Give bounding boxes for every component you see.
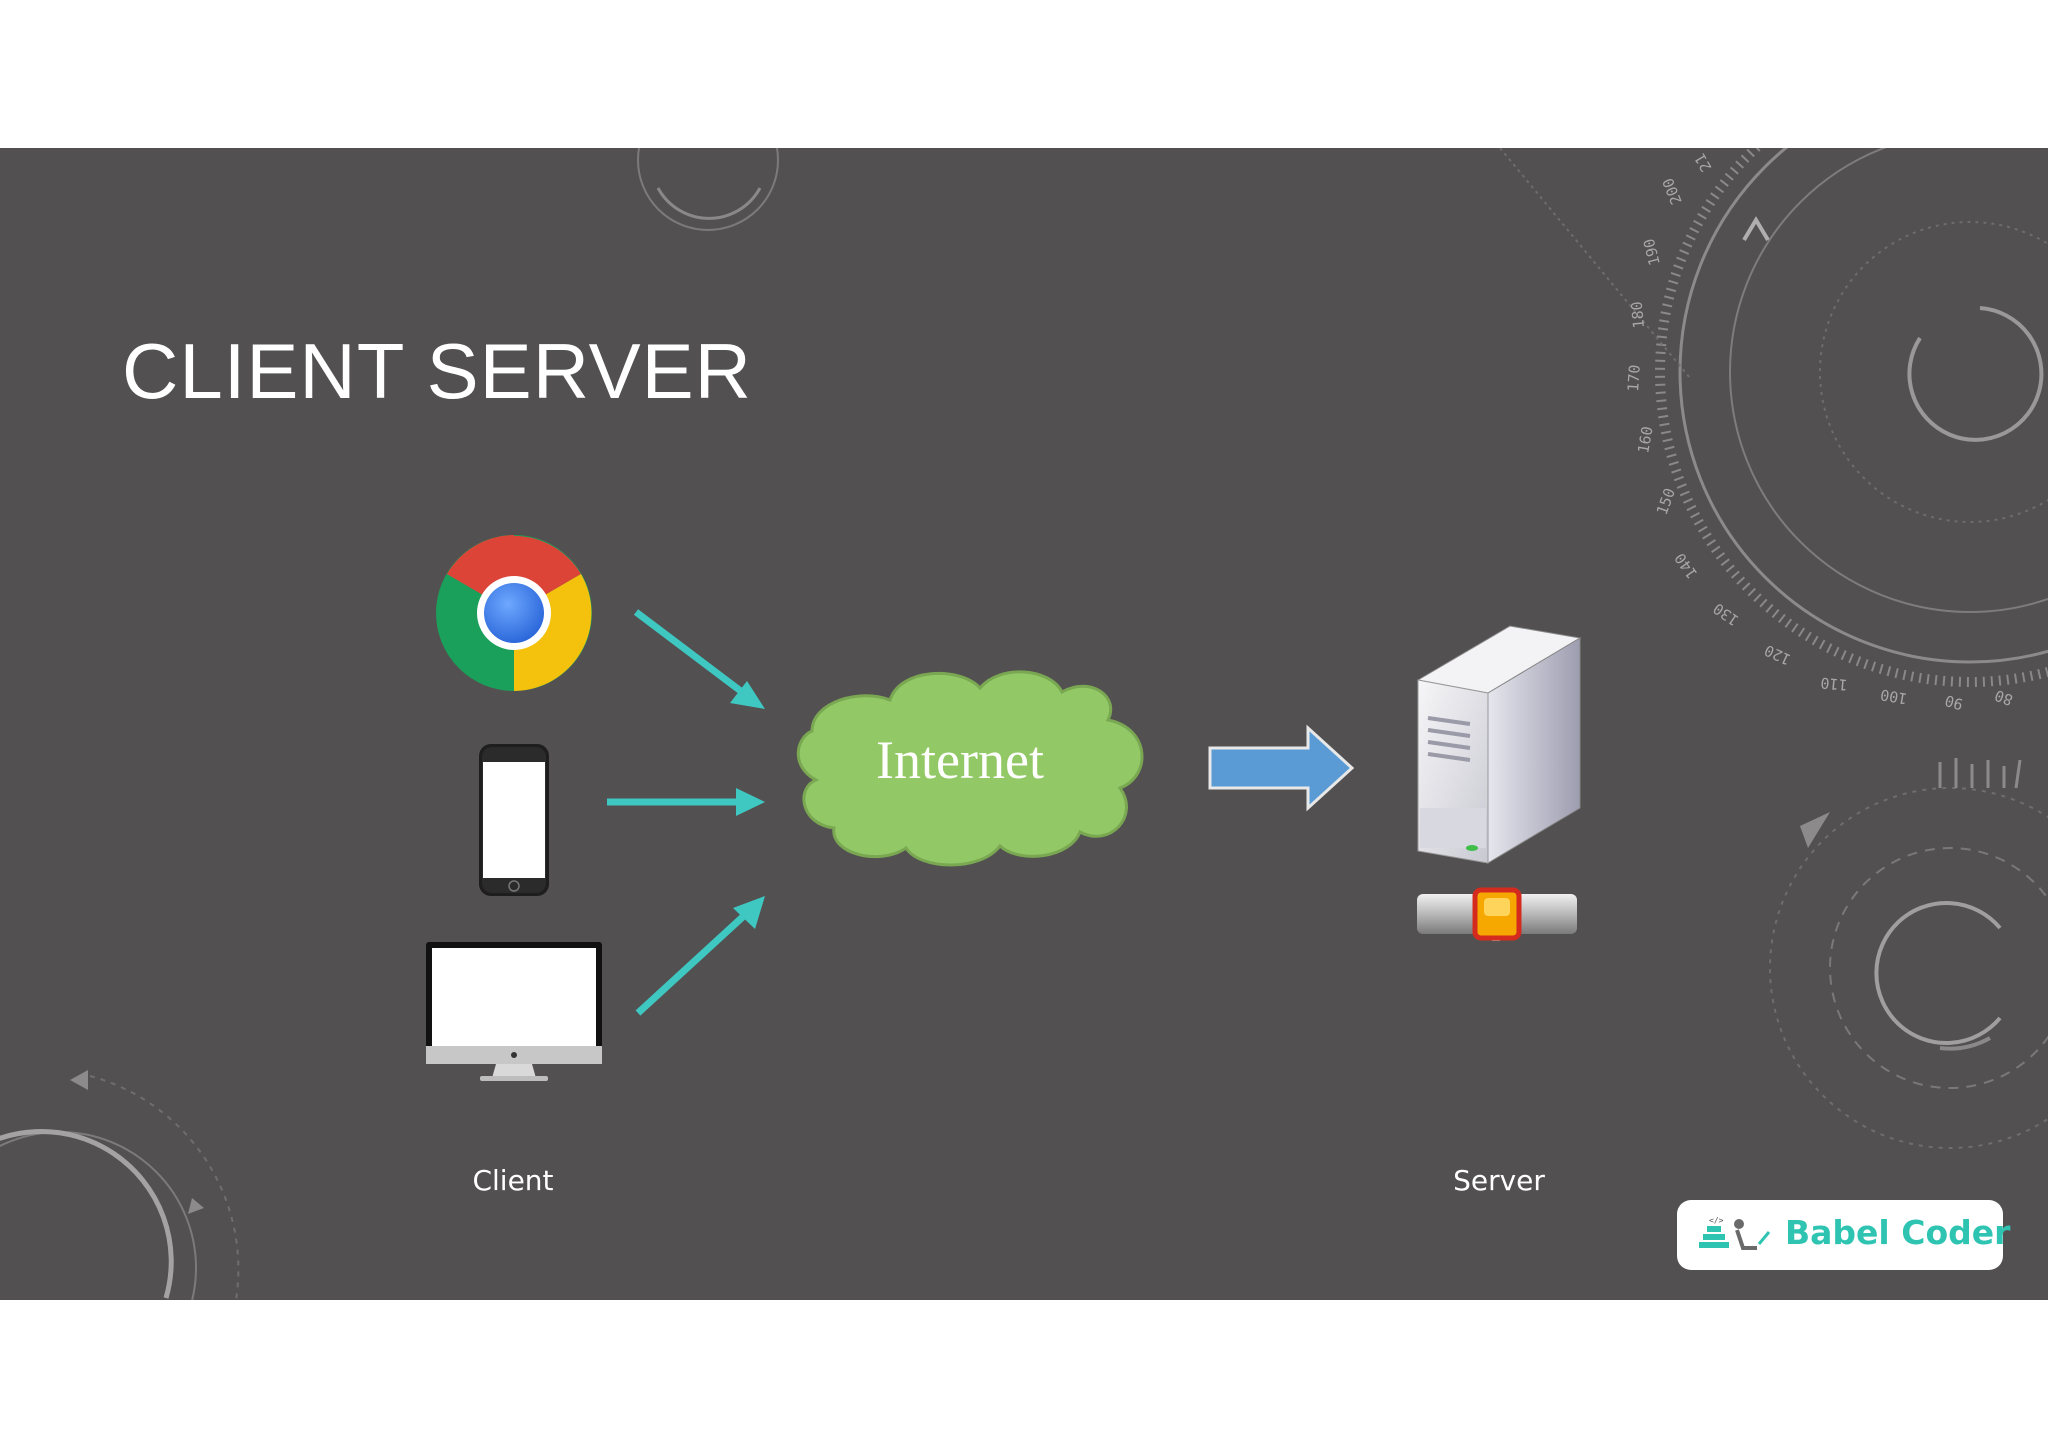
browser-arrow <box>633 609 749 698</box>
client-server-diagram: Internet <box>426 535 1582 1081</box>
decorative-rings <box>0 148 2048 1300</box>
internet-label: Internet <box>876 730 1044 790</box>
server-caption: Server <box>1453 1164 1545 1197</box>
scale-tick-label: 100 <box>1879 685 1909 707</box>
internet-cloud: Internet <box>796 670 1144 867</box>
scale-tick-label: 180 <box>1628 301 1648 330</box>
babel-coder-logo-icon: </> <box>1699 1216 1771 1250</box>
brand-name: Babel Coder <box>1785 1213 2011 1252</box>
client-caption: Client <box>472 1164 554 1197</box>
scale-tick-label: 110 <box>1820 674 1849 694</box>
desktop-monitor-icon <box>426 942 602 1081</box>
client-to-internet-arrows <box>607 609 765 1016</box>
brand-badge: </> Babel Coder <box>1677 1200 2010 1270</box>
slide: 80 90 100 110 120 130 140 150 160 170 18… <box>0 148 2048 1300</box>
scale-tick-label: 170 <box>1624 364 1644 392</box>
chrome-icon <box>436 535 592 691</box>
scale-tick-label: 160 <box>1634 425 1656 455</box>
internet-to-server-arrow <box>1208 724 1355 812</box>
decorative-scale: 80 90 100 110 120 130 140 150 160 170 18… <box>1624 150 2015 713</box>
desktop-arrow <box>635 910 750 1016</box>
smartphone-icon <box>479 744 549 896</box>
scale-tick-label: 80 <box>1992 686 2015 709</box>
server-icon <box>1416 625 1582 941</box>
svg-text:</>: </> <box>1709 1216 1724 1225</box>
slide-title: CLIENT SERVER <box>122 327 752 415</box>
scale-tick-label: 90 <box>1943 691 1965 713</box>
